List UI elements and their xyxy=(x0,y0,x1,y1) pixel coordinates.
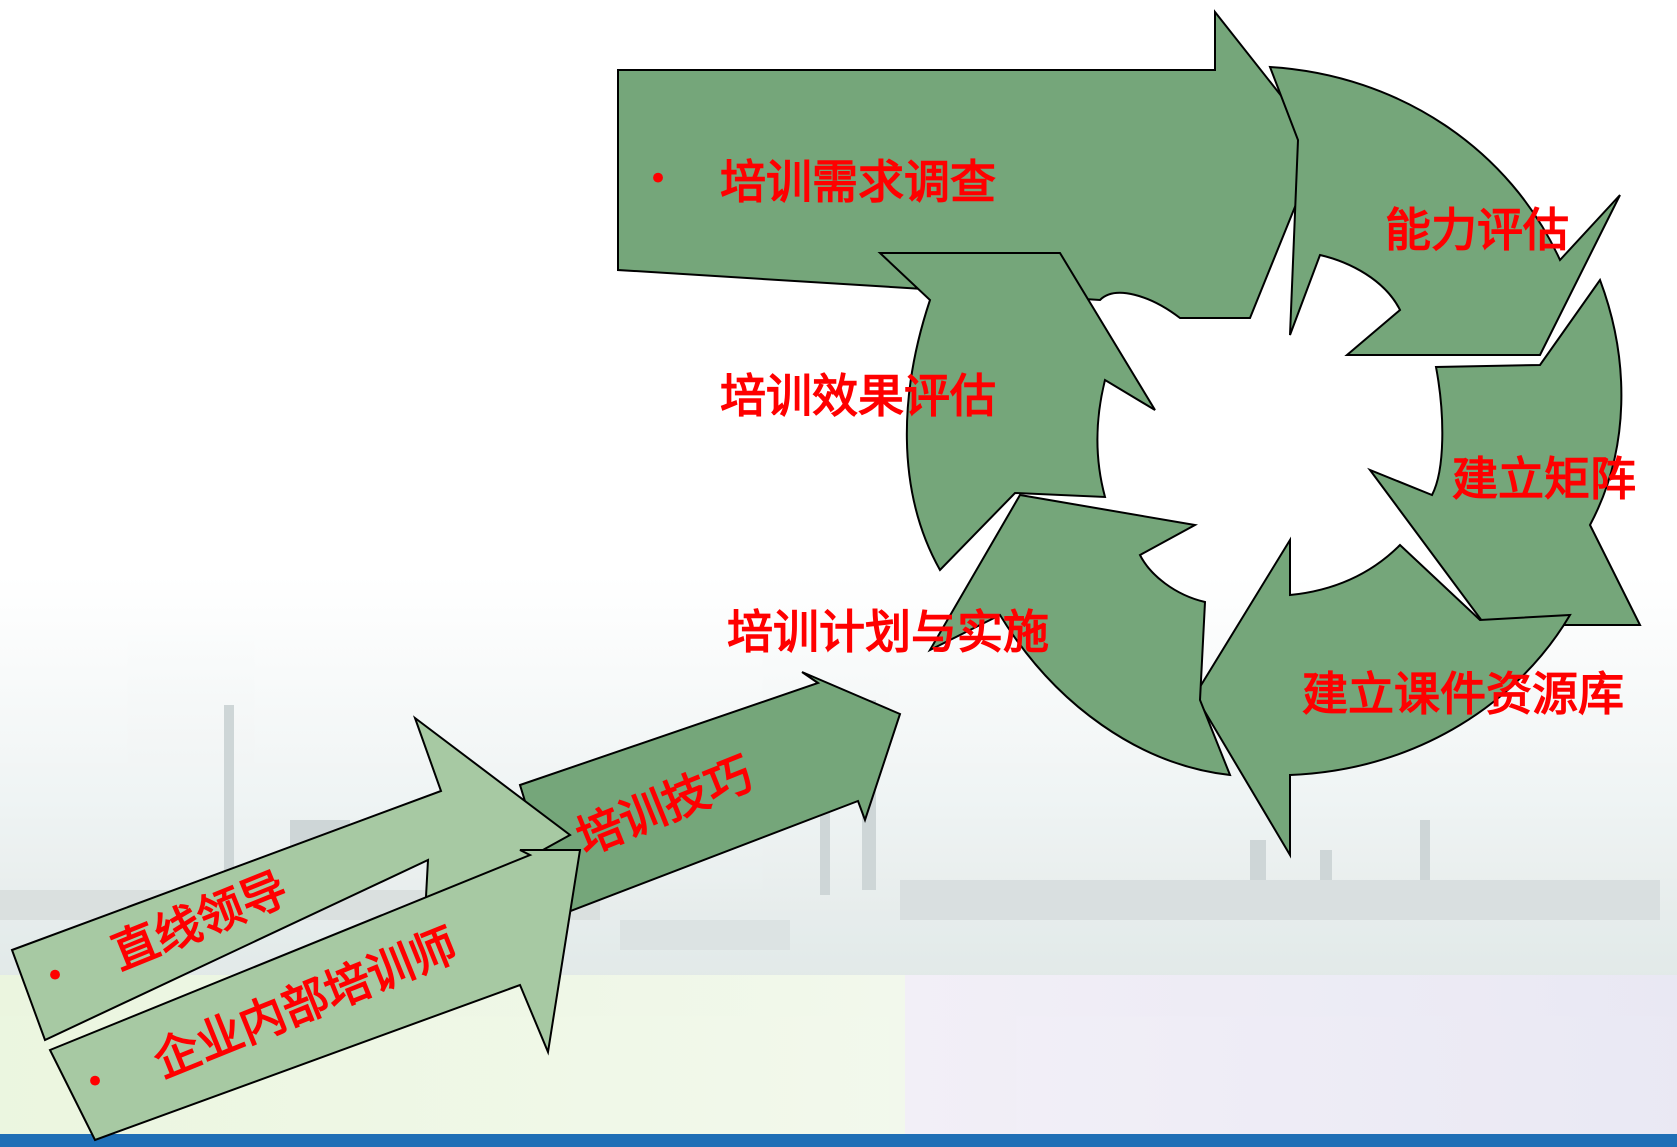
cycle-arrow-effect-eval xyxy=(877,252,1156,572)
label-ability-eval: 能力评估 xyxy=(1385,203,1569,257)
label-courseware-library: 建立课件资源库 xyxy=(1302,667,1624,721)
label-demand-survey: 培训需求调查 xyxy=(720,155,996,209)
internal-trainer-arrow xyxy=(48,849,582,1142)
bullet-internal-trainer: • xyxy=(85,1062,105,1102)
cycle-arrow-ability xyxy=(1268,65,1621,356)
cycle-arrow-plan-implement xyxy=(927,493,1232,777)
label-build-matrix: 建立矩阵 xyxy=(1452,452,1636,506)
cycle-arrow-matrix xyxy=(1367,277,1642,626)
label-effect-eval: 培训效果评估 xyxy=(720,369,996,423)
cycle-arrow-courseware xyxy=(1193,536,1572,859)
skill-arrow xyxy=(518,671,902,917)
label-plan-implement: 培训计划与实施 xyxy=(727,605,1049,659)
cycle-labels: • 培训需求调查 能力评估 建立矩阵 建立课件资源库 培训计划与实施 培训效果评… xyxy=(648,155,1636,721)
cycle-arrows xyxy=(617,9,1642,859)
input-arrows xyxy=(10,671,902,1142)
bottom-bar xyxy=(0,1134,1677,1147)
bullet-demand-survey: • xyxy=(648,159,668,199)
bullet-line-leader: • xyxy=(45,956,65,996)
